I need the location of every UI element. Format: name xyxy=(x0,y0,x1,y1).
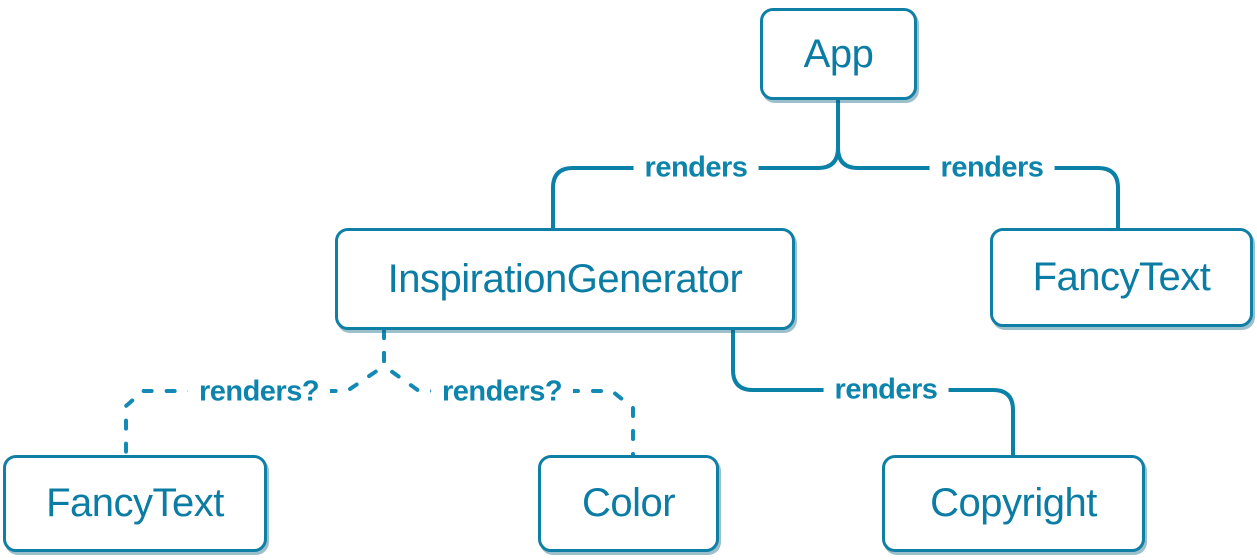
node-inspiration-generator: InspirationGenerator xyxy=(335,228,795,330)
node-app: App xyxy=(760,8,917,100)
edge-inspiration-generator-to-color-line xyxy=(382,328,635,457)
edge-label-app-to-inspiration-generator: renders xyxy=(633,153,759,183)
node-copyright: Copyright xyxy=(882,455,1145,552)
node-app-label: App xyxy=(803,31,874,76)
edge-label-inspiration-generator-to-color: renders? xyxy=(430,377,574,407)
node-fancy-text-top: FancyText xyxy=(990,228,1253,327)
node-inspiration-generator-label: InspirationGenerator xyxy=(387,256,743,301)
node-color: Color xyxy=(538,455,719,552)
edge-label-app-to-fancy-text: renders xyxy=(929,153,1055,183)
node-color-label: Color xyxy=(581,481,676,525)
node-fancy-text-bottom-label: FancyText xyxy=(46,481,224,525)
node-fancy-text-top-label: FancyText xyxy=(1032,255,1211,299)
edge-label-inspiration-generator-to-copyright: renders xyxy=(823,375,949,405)
node-copyright-label: Copyright xyxy=(930,481,1097,525)
edge-label-inspiration-generator-to-fancy-text: renders? xyxy=(187,377,331,407)
node-fancy-text-bottom: FancyText xyxy=(3,455,267,552)
